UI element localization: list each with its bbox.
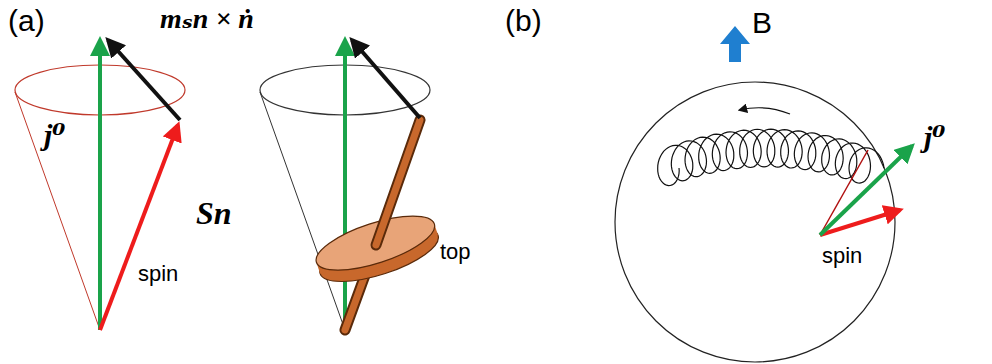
spin-vector-label: Sn [196, 196, 232, 231]
spin-label: spin [822, 244, 862, 268]
panel-label: (a) [8, 4, 45, 37]
top-illustration [260, 40, 444, 330]
panel-label: (b) [505, 4, 542, 37]
field-label: B [752, 6, 772, 39]
spin-cone [15, 40, 185, 330]
torque-term: mₛn × ṅ [160, 4, 254, 35]
top-label: top [440, 240, 471, 264]
spin-label: spin [138, 262, 178, 286]
current-label: j⁰ [924, 120, 945, 153]
precession-sphere [615, 26, 912, 362]
current-label: j⁰ [44, 118, 65, 151]
